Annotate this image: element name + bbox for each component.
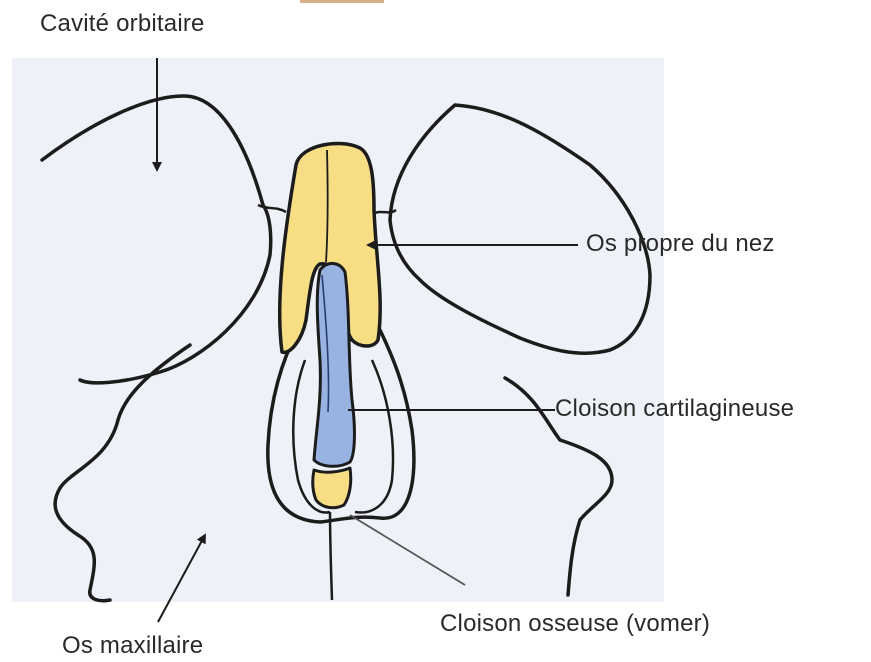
- nasal-inner-right-wall: [355, 360, 393, 513]
- arrow-vomer: [350, 515, 465, 585]
- left-maxillary-outline: [55, 345, 190, 601]
- label-bony-septum: Cloison osseuse (vomer): [440, 610, 710, 638]
- cartilage-septum-shape: [314, 263, 354, 466]
- label-cartilaginous-septum: Cloison cartilagineuse: [555, 395, 794, 423]
- label-maxillary-bone: Os maxillaire: [62, 632, 203, 660]
- lower-midline: [330, 512, 332, 600]
- left-suture: [258, 205, 286, 212]
- arrow-maxillary: [158, 535, 205, 622]
- vomer-shape: [313, 468, 351, 508]
- label-nasal-bone: Os propre du nez: [586, 230, 775, 258]
- label-orbital-cavity: Cavité orbitaire: [40, 10, 205, 38]
